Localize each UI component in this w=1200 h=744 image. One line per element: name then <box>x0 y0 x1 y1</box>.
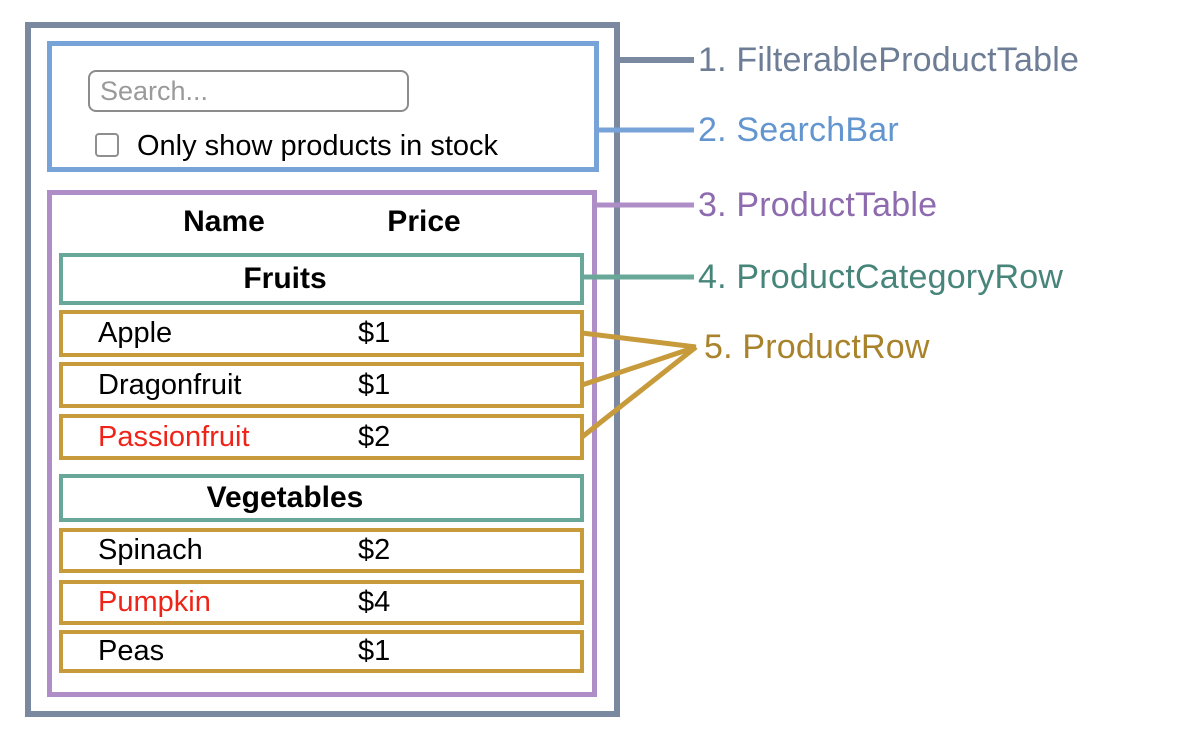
product-price: $4 <box>358 586 391 618</box>
legend-label-search-bar: 2. SearchBar <box>698 111 899 149</box>
product-row: Peas $1 <box>59 630 584 673</box>
category-row-fruits: Fruits <box>59 253 584 305</box>
legend-label-product-table: 3. ProductTable <box>698 186 938 224</box>
category-label: Fruits <box>243 262 327 295</box>
category-row-vegetables: Vegetables <box>59 474 584 522</box>
in-stock-checkbox[interactable] <box>95 133 119 157</box>
product-row: Apple $1 <box>59 310 584 357</box>
legend-label-product-category-row: 4. ProductCategoryRow <box>698 258 1064 296</box>
product-name: Dragonfruit <box>98 368 242 401</box>
product-price: $2 <box>358 420 391 453</box>
category-label: Vegetables <box>206 481 364 514</box>
legend-label-product-row: 5. ProductRow <box>704 328 930 366</box>
product-name: Apple <box>98 317 173 349</box>
product-price: $2 <box>358 534 391 566</box>
product-name: Peas <box>98 635 165 667</box>
product-price: $1 <box>358 317 391 349</box>
product-name: Spinach <box>98 534 203 566</box>
legend-label-filterable-product-table: 1. FilterableProductTable <box>698 41 1080 79</box>
product-row: Passionfruit $2 <box>59 414 584 460</box>
product-price: $1 <box>358 368 391 401</box>
product-price: $1 <box>358 635 391 667</box>
search-input[interactable] <box>88 70 409 112</box>
column-header-name: Name <box>183 205 265 238</box>
product-row: Pumpkin $4 <box>59 580 584 625</box>
product-name: Passionfruit <box>98 420 250 453</box>
product-row: Spinach $2 <box>59 528 584 573</box>
in-stock-checkbox-label: Only show products in stock <box>137 130 499 162</box>
column-header-price: Price <box>387 205 461 238</box>
product-name: Pumpkin <box>98 586 211 618</box>
product-row: Dragonfruit $1 <box>59 362 584 408</box>
